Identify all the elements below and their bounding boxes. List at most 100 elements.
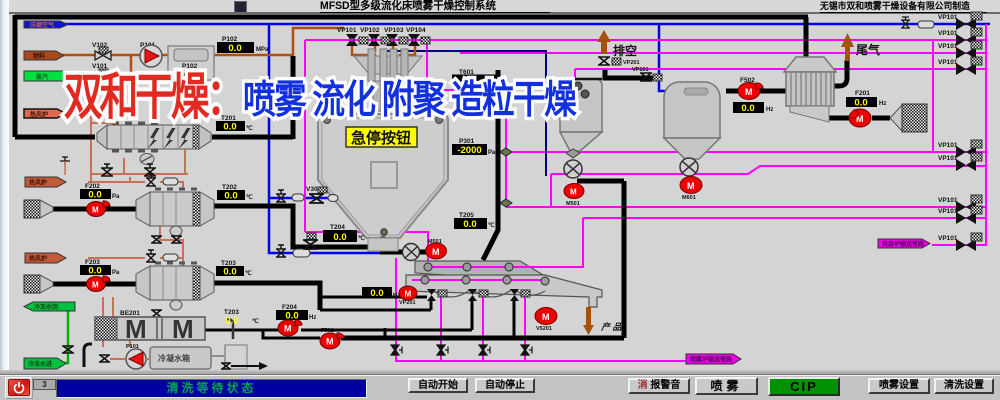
svg-text:V5201: V5201 (536, 326, 552, 332)
svg-text:℃: ℃ (358, 235, 365, 242)
svg-text:热风炉: 热风炉 (29, 255, 47, 263)
svg-text:蒸汽: 蒸汽 (36, 73, 48, 81)
svg-text:F204: F204 (282, 304, 297, 311)
svg-text:Hz: Hz (393, 293, 400, 299)
svg-text:0.0: 0.0 (223, 267, 236, 278)
svg-text:双和干燥：: 双和干燥： (64, 69, 242, 125)
svg-text:VP101: VP101 (938, 235, 958, 242)
svg-text:℃: ℃ (245, 270, 252, 277)
svg-text:℃: ℃ (488, 222, 495, 229)
svg-text:T203: T203 (221, 260, 236, 267)
svg-text:0.0: 0.0 (741, 103, 754, 114)
svg-text:夹层垆输送管路: 夹层垆输送管路 (882, 240, 925, 248)
svg-text:℃: ℃ (246, 194, 253, 201)
svg-text:T601: T601 (459, 69, 474, 76)
svg-text:M: M (172, 314, 194, 344)
svg-text:M: M (326, 337, 334, 347)
svg-text:M501: M501 (428, 239, 442, 245)
svg-text:排空: 排空 (613, 43, 637, 58)
svg-text:M: M (570, 188, 577, 197)
svg-text:VP101: VP101 (632, 67, 649, 73)
svg-text:M: M (92, 206, 99, 215)
svg-text:V101: V101 (92, 63, 108, 70)
svg-text:P102: P102 (182, 63, 198, 70)
svg-text:Pa: Pa (112, 194, 120, 200)
svg-text:F202: F202 (85, 183, 100, 190)
svg-text:VP104: VP104 (406, 27, 426, 34)
svg-text:-2000: -2000 (457, 145, 481, 156)
svg-text:冷冻水回: 冷冻水回 (34, 303, 58, 311)
svg-text:M: M (542, 312, 550, 322)
svg-text:T202: T202 (222, 184, 237, 191)
svg-text:F501: F501 (321, 328, 334, 334)
svg-text:BE201: BE201 (120, 310, 140, 317)
svg-text:M: M (432, 247, 440, 257)
svg-text:VP101: VP101 (337, 27, 357, 34)
svg-text:F203: F203 (85, 259, 100, 266)
svg-text:T205: T205 (459, 212, 474, 219)
svg-text:热风炉: 热风炉 (29, 179, 47, 187)
svg-text:P101: P101 (126, 344, 139, 350)
svg-text:Pa: Pa (488, 150, 496, 156)
svg-text:T201: T201 (221, 115, 236, 122)
svg-text:热风炉: 热风炉 (30, 111, 48, 119)
svg-text:冷冻水进: 冷冻水进 (28, 360, 52, 368)
svg-text:VP103: VP103 (384, 27, 404, 34)
svg-text:0.0: 0.0 (223, 122, 236, 133)
svg-text:VP101: VP101 (938, 14, 958, 21)
svg-text:M: M (687, 181, 695, 191)
svg-text:0.0: 0.0 (463, 219, 476, 230)
svg-text:0.0: 0.0 (88, 190, 101, 201)
svg-text:P301: P301 (459, 138, 475, 145)
svg-text:M: M (745, 87, 753, 97)
svg-text:0.0: 0.0 (224, 191, 237, 202)
svg-text:喷雾垆输送管路: 喷雾垆输送管路 (690, 356, 733, 364)
svg-text:VP201: VP201 (399, 300, 416, 306)
svg-text:0.0: 0.0 (370, 288, 383, 299)
svg-text:VP101: VP101 (938, 142, 958, 149)
svg-text:P102: P102 (222, 36, 238, 43)
svg-text:M: M (856, 114, 864, 124)
svg-text:MPa: MPa (256, 47, 269, 53)
svg-text:F201: F201 (855, 90, 870, 97)
svg-text:压缩空气: 压缩空气 (30, 21, 54, 29)
svg-text:VP101: VP101 (938, 208, 958, 215)
svg-text:物料: 物料 (33, 52, 45, 60)
svg-text:T204: T204 (330, 224, 345, 231)
svg-text:VP101: VP101 (938, 59, 958, 66)
svg-text:F502: F502 (740, 77, 755, 84)
svg-text:M601: M601 (682, 195, 696, 201)
svg-text:VP101: VP101 (938, 197, 958, 204)
svg-text:VP201: VP201 (623, 60, 640, 66)
svg-text:M: M (284, 324, 292, 334)
svg-text:0.0: 0.0 (225, 316, 238, 327)
svg-text:Hz: Hz (309, 315, 316, 321)
svg-text:产 品: 产 品 (600, 322, 623, 332)
svg-text:0.0: 0.0 (228, 43, 241, 54)
svg-text:0.0: 0.0 (333, 232, 346, 243)
svg-text:0.0: 0.0 (462, 76, 475, 87)
svg-text:V102: V102 (92, 42, 108, 49)
svg-text:喷雾 流化 附聚 造粒干燥: 喷雾 流化 附聚 造粒干燥 (243, 79, 578, 122)
svg-text:℃: ℃ (486, 79, 493, 86)
svg-text:0.0: 0.0 (88, 266, 101, 277)
svg-text:VP101: VP101 (938, 30, 958, 37)
svg-text:M: M (92, 281, 99, 290)
svg-text:V301: V301 (306, 186, 322, 193)
svg-text:M: M (125, 314, 147, 344)
svg-text:Pa: Pa (112, 270, 120, 276)
svg-text:M: M (405, 290, 412, 299)
svg-text:冷凝水箱: 冷凝水箱 (158, 353, 190, 363)
svg-text:VP101: VP101 (938, 155, 958, 162)
svg-text:Hz: Hz (766, 107, 773, 113)
svg-text:Hz: Hz (879, 101, 886, 107)
svg-text:℃: ℃ (246, 125, 253, 132)
svg-text:M501: M501 (566, 201, 580, 207)
svg-text:0.0: 0.0 (285, 311, 298, 322)
svg-text:尾气: 尾气 (856, 42, 880, 57)
svg-text:VP102: VP102 (360, 27, 380, 34)
svg-text:T203: T203 (224, 309, 239, 316)
svg-text:急停按钮: 急停按钮 (351, 129, 411, 147)
svg-text:0.0: 0.0 (854, 98, 867, 109)
svg-text:VP101: VP101 (938, 43, 958, 50)
